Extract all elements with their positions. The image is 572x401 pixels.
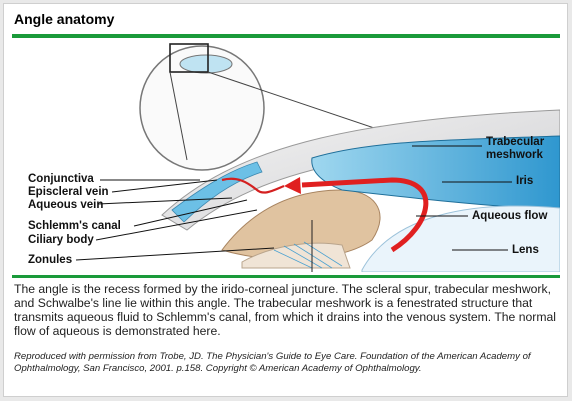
top-divider — [12, 34, 560, 38]
label-lens: Lens — [512, 244, 539, 257]
label-zonules: Zonules — [28, 254, 72, 267]
figure-credit: Reproduced with permission from Trobe, J… — [14, 351, 562, 375]
label-episcleral-vein: Episcleral vein — [28, 186, 109, 199]
bottom-divider — [12, 275, 560, 278]
label-conjunctiva: Conjunctiva — [28, 173, 94, 186]
label-aqueous-vein: Aqueous vein — [28, 199, 103, 212]
label-iris: Iris — [516, 175, 533, 188]
label-trabecular-line2: meshwork — [486, 149, 543, 162]
label-trabecular-line1: Trabecular — [486, 136, 544, 149]
label-schlemms-canal: Schlemm's canal — [28, 220, 121, 233]
angle-anatomy-illustration: Conjunctiva Episcleral vein Aqueous vein… — [12, 40, 560, 272]
anatomy-svg — [12, 40, 560, 272]
figure-title: Angle anatomy — [14, 11, 114, 27]
figure-card: Angle anatomy — [3, 3, 568, 397]
label-aqueous-flow: Aqueous flow — [472, 210, 547, 223]
label-ciliary-body: Ciliary body — [28, 234, 94, 247]
figure-caption: The angle is the recess formed by the ir… — [14, 282, 562, 338]
